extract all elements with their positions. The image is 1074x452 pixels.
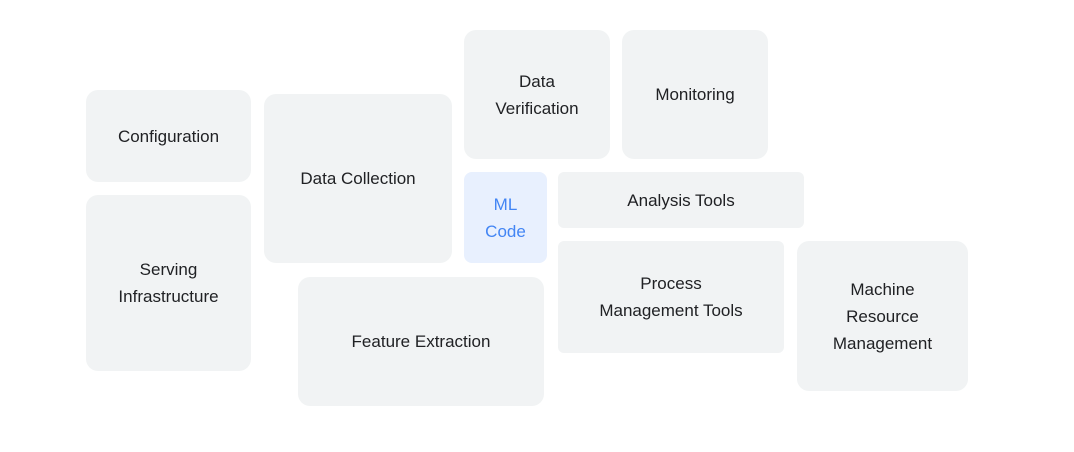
feature-extraction-label: Feature Extraction bbox=[351, 332, 491, 351]
process-management-tools-label: Process Management Tools bbox=[599, 274, 743, 320]
ml-code-label: ML Code bbox=[485, 194, 526, 241]
serving-infrastructure-box: Serving Infrastructure bbox=[86, 195, 251, 371]
monitoring-box: Monitoring bbox=[622, 30, 768, 159]
analysis-tools-box: Analysis Tools bbox=[558, 172, 804, 228]
monitoring-label: Monitoring bbox=[655, 85, 735, 104]
serving-infrastructure-label: Serving Infrastructure bbox=[118, 260, 219, 306]
data-collection-box: Data Collection bbox=[264, 94, 452, 263]
process-management-tools-box: Process Management Tools bbox=[558, 241, 784, 353]
configuration-label: Configuration bbox=[117, 126, 220, 146]
analysis-tools-label: Analysis Tools bbox=[627, 190, 735, 210]
feature-extraction-box: Feature Extraction bbox=[298, 277, 544, 406]
data-collection-label: Data Collection bbox=[300, 169, 416, 188]
ml-code-box: ML Code bbox=[464, 172, 547, 263]
configuration-box: Configuration bbox=[86, 90, 251, 182]
machine-resource-management-label: Machine Resource Management bbox=[832, 279, 933, 353]
data-verification-label: Data Verification bbox=[495, 71, 579, 118]
data-verification-box: Data Verification bbox=[464, 30, 610, 159]
machine-resource-management-box: Machine Resource Management bbox=[797, 241, 968, 391]
